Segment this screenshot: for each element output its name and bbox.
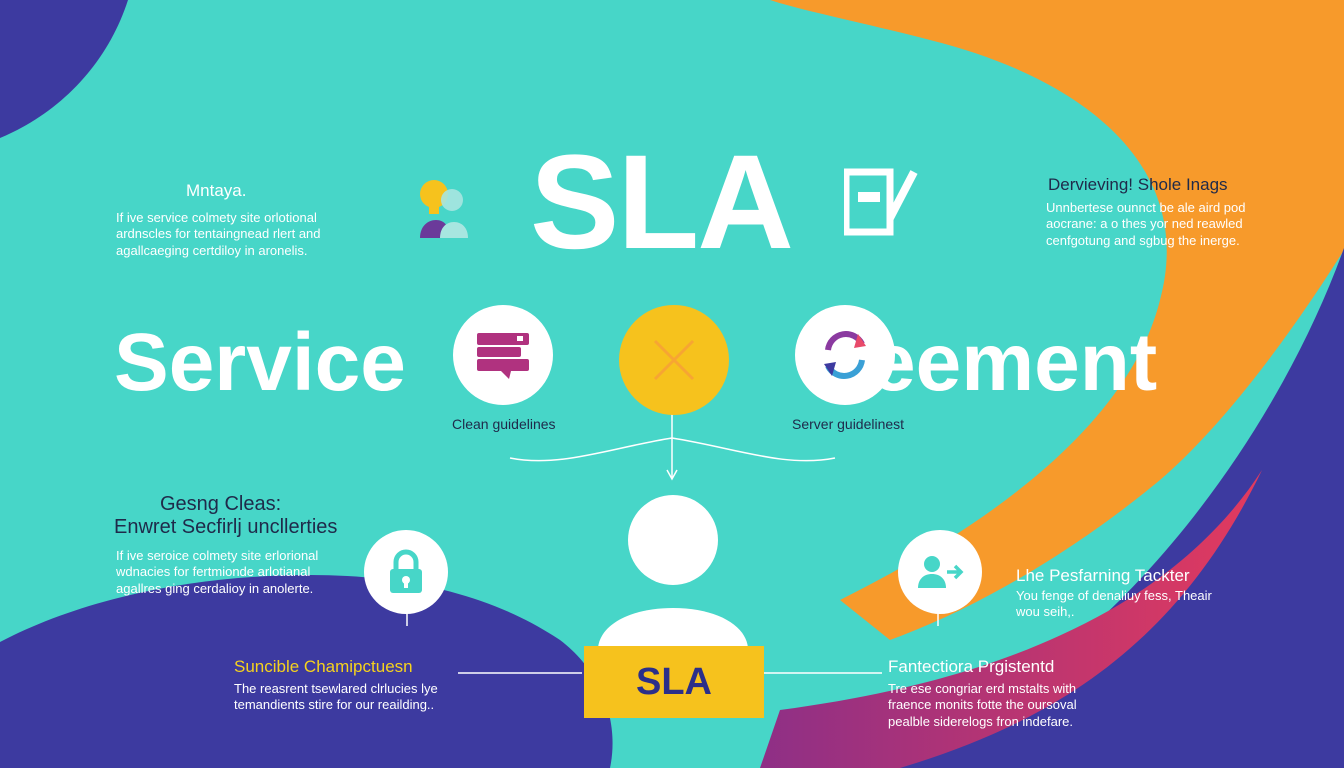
checkbox-icon xyxy=(842,168,918,236)
person-arrow-circle xyxy=(898,530,982,614)
person-head xyxy=(628,495,718,585)
top-left-line: agallcaeging certdiloy in aronelis. xyxy=(116,242,308,258)
top-right-line: Unnbertese ounnct be ale aird pod xyxy=(1046,200,1246,215)
bottom-right-text: Tre ese congriar erd mstalts with fraenc… xyxy=(888,681,1108,730)
lightbulb-person-icon xyxy=(414,178,470,240)
refresh-circle xyxy=(795,305,895,405)
lock-icon xyxy=(390,549,422,593)
bottom-right-line: fraence monits fotte the oursoval xyxy=(888,697,1077,713)
bottom-left-line: temandients stire for our reailding.. xyxy=(234,697,435,713)
orange-band xyxy=(770,0,1344,640)
caption-server-guidelines: Server guidelinest xyxy=(792,416,905,432)
bottom-left-text: The reasrent tsewlared clrlucies lye tem… xyxy=(234,681,464,714)
person-body xyxy=(598,608,748,648)
bottom-right-line: pealble siderelogs fron indefare. xyxy=(888,713,1074,729)
refresh-arrows-icon xyxy=(824,331,866,379)
bottom-right-heading: Fantectiora Prgistentd xyxy=(888,657,1055,676)
title: SLA xyxy=(530,128,794,277)
lock-circle xyxy=(364,530,448,614)
mid-right-text: You fenge of denaliuy fess, Theair wou s… xyxy=(1016,588,1216,621)
navy-blob-bottom xyxy=(0,575,613,768)
navy-band-right xyxy=(780,248,1344,768)
chat-bubble-circle xyxy=(453,305,553,405)
magenta-band xyxy=(760,470,1262,768)
top-right-heading: Dervieving! Shole Inags xyxy=(1048,175,1228,194)
bottom-left-heading: Suncible Chamipctuesn xyxy=(234,657,413,676)
navy-blob-top-left xyxy=(0,0,128,138)
x-icon xyxy=(653,339,695,381)
bottom-left-line: The reasrent tsewlared clrlucies lye xyxy=(234,681,438,696)
top-left-heading: Mntaya. xyxy=(186,181,247,200)
mid-right-line: You fenge of denaliuy fess, Theair xyxy=(1016,588,1212,603)
top-left-line: If ive service colmety site orlotional xyxy=(116,210,317,225)
chat-bubble-icon xyxy=(477,333,529,379)
top-right-line: aocrane: a o thes yor ned reawled xyxy=(1046,216,1243,232)
mid-left-heading-2: Enwret Secfirlj uncllerties xyxy=(114,516,338,538)
mid-left-text: If ive seroice colmety site erlorional w… xyxy=(116,548,346,597)
mid-right-heading: Lhe Pesfarning Tackter xyxy=(1016,566,1190,585)
bottom-right-line: Tre ese congriar erd mstalts with xyxy=(888,681,1077,696)
sla-box: SLA xyxy=(584,646,764,718)
word-service: Service xyxy=(114,317,406,408)
top-right-text: Unnbertese ounnct be ale aird pod aocran… xyxy=(1046,200,1266,249)
person-arrow-icon xyxy=(918,556,964,588)
top-left-line: ardnscles for tentaingnead rlert and xyxy=(116,226,321,242)
caption-clean-guidelines: Clean guidelines xyxy=(452,416,556,432)
mid-left-line: wdnacies for fertmionde arlotianal xyxy=(116,564,311,580)
x-circle xyxy=(619,305,729,415)
top-right-line: cenfgotung and sgbug the inerge. xyxy=(1046,232,1240,248)
mid-left-heading-1: Gesng Cleas: xyxy=(160,493,282,515)
word-eement: eement xyxy=(870,317,1158,408)
mid-left-line: agallres ging cerdalioy in anolerte. xyxy=(116,580,314,596)
connector-arrow-down xyxy=(666,469,678,481)
top-left-text: If ive service colmety site orlotional a… xyxy=(116,210,346,259)
mid-left-line: If ive seroice colmety site erlorional xyxy=(116,548,319,563)
mid-right-line: wou seih,. xyxy=(1016,604,1075,620)
